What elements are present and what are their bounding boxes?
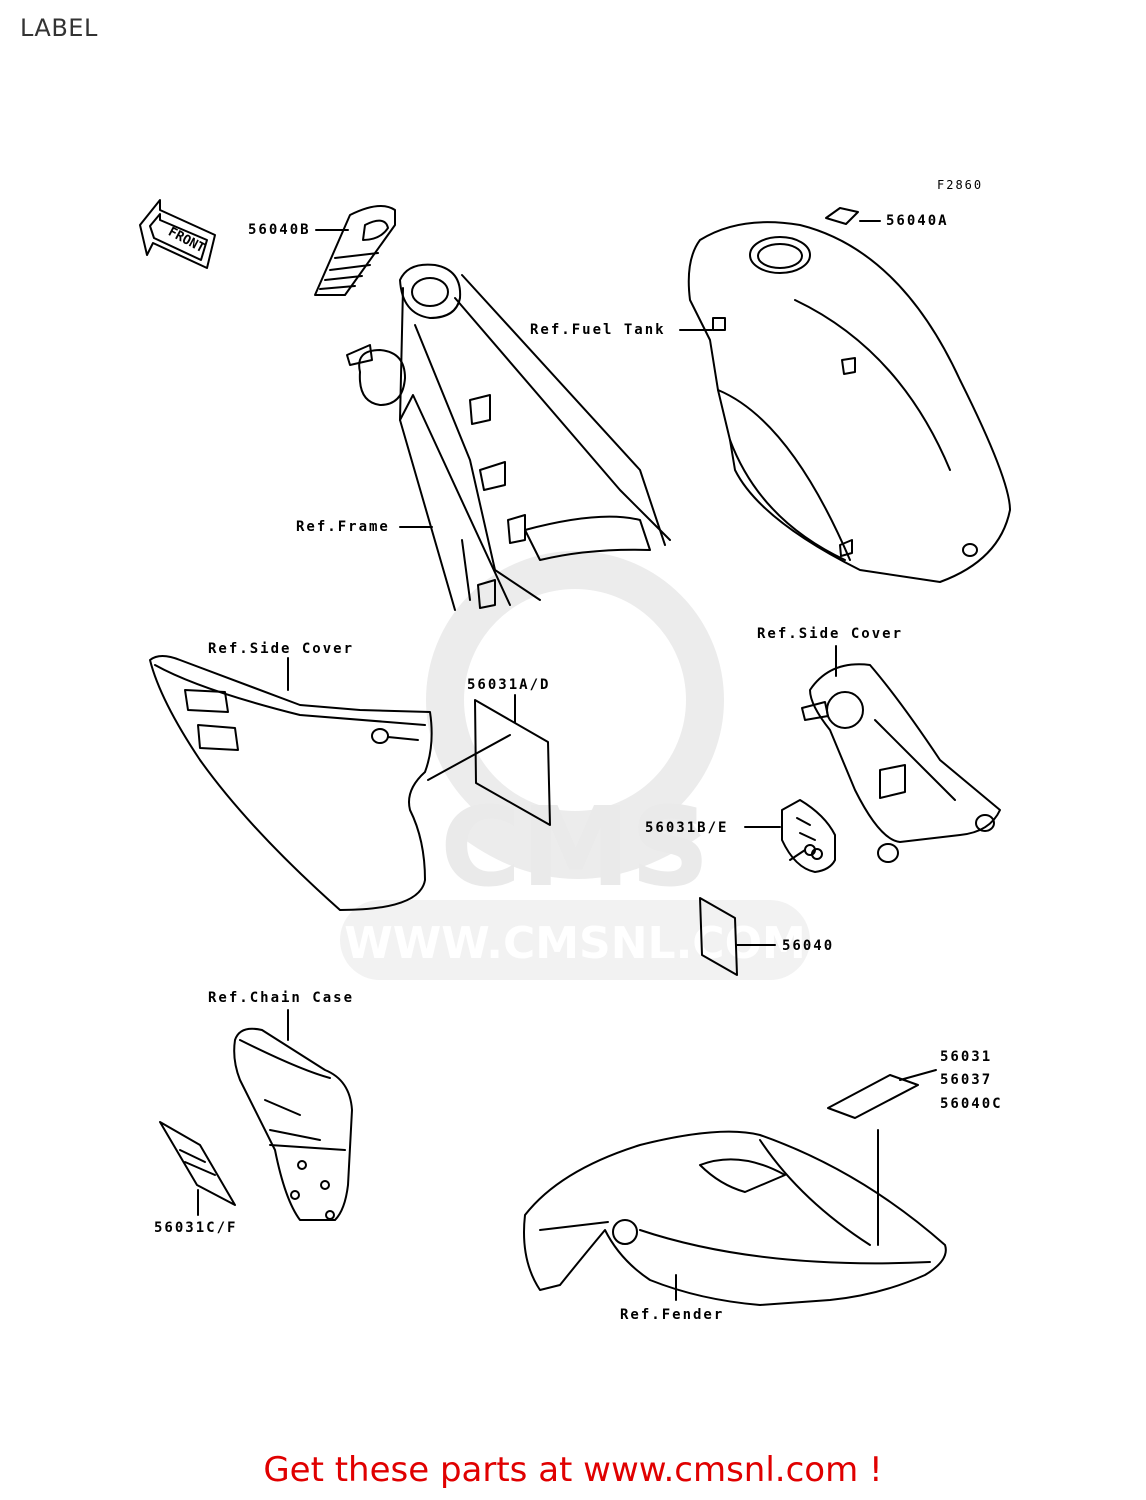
label-ref-side-cover-right: Ref.Side Cover — [757, 626, 904, 642]
sticker-56040B — [314, 205, 396, 296]
label-ref-chain-case: Ref.Chain Case — [208, 990, 355, 1006]
label-56040A: 56040A — [886, 213, 949, 229]
front-arrow-icon — [139, 199, 216, 269]
watermark-cms: CMS — [440, 783, 709, 911]
sticker-56040 — [699, 897, 738, 976]
watermark-band — [340, 900, 810, 980]
label-56031AD: 56031A/D — [467, 677, 551, 693]
label-56037: 56037 — [940, 1072, 993, 1088]
label-56040: 56040 — [782, 938, 835, 954]
label-56040B: 56040B — [248, 222, 311, 238]
label-ref-fender: Ref.Fender — [620, 1307, 725, 1323]
label-ref-side-cover-left: Ref.Side Cover — [208, 641, 355, 657]
sticker-56031CF — [159, 1121, 236, 1206]
watermark-url: WWW.CMSNL.COM — [344, 918, 806, 969]
figure-code: F2860 — [937, 178, 984, 192]
label-56040C: 56040C — [940, 1096, 1003, 1112]
watermark-logo — [426, 551, 724, 879]
label-56031BE: 56031B/E — [645, 820, 729, 836]
fuel-tank-drawing — [687, 221, 1011, 583]
chain-case-drawing — [233, 1027, 353, 1221]
page-title: LABEL — [20, 14, 98, 42]
sticker-56031AD — [427, 699, 551, 826]
label-ref-fuel-tank: Ref.Fuel Tank — [530, 322, 666, 338]
right-side-cover-drawing — [801, 663, 1001, 863]
left-side-cover-drawing — [149, 655, 433, 911]
label-56031: 56031 — [940, 1049, 993, 1065]
label-56031CF: 56031C/F — [154, 1220, 238, 1236]
sticker-56040A — [825, 207, 859, 225]
sticker-56031BE — [781, 799, 836, 873]
frame-drawing — [346, 263, 671, 611]
footer-cta-link[interactable]: Get these parts at www.cmsnl.com ! — [263, 1450, 883, 1490]
fender-drawing — [523, 1130, 947, 1306]
sticker-56031-56037-56040C — [827, 1074, 919, 1119]
label-ref-frame: Ref.Frame — [296, 519, 390, 535]
